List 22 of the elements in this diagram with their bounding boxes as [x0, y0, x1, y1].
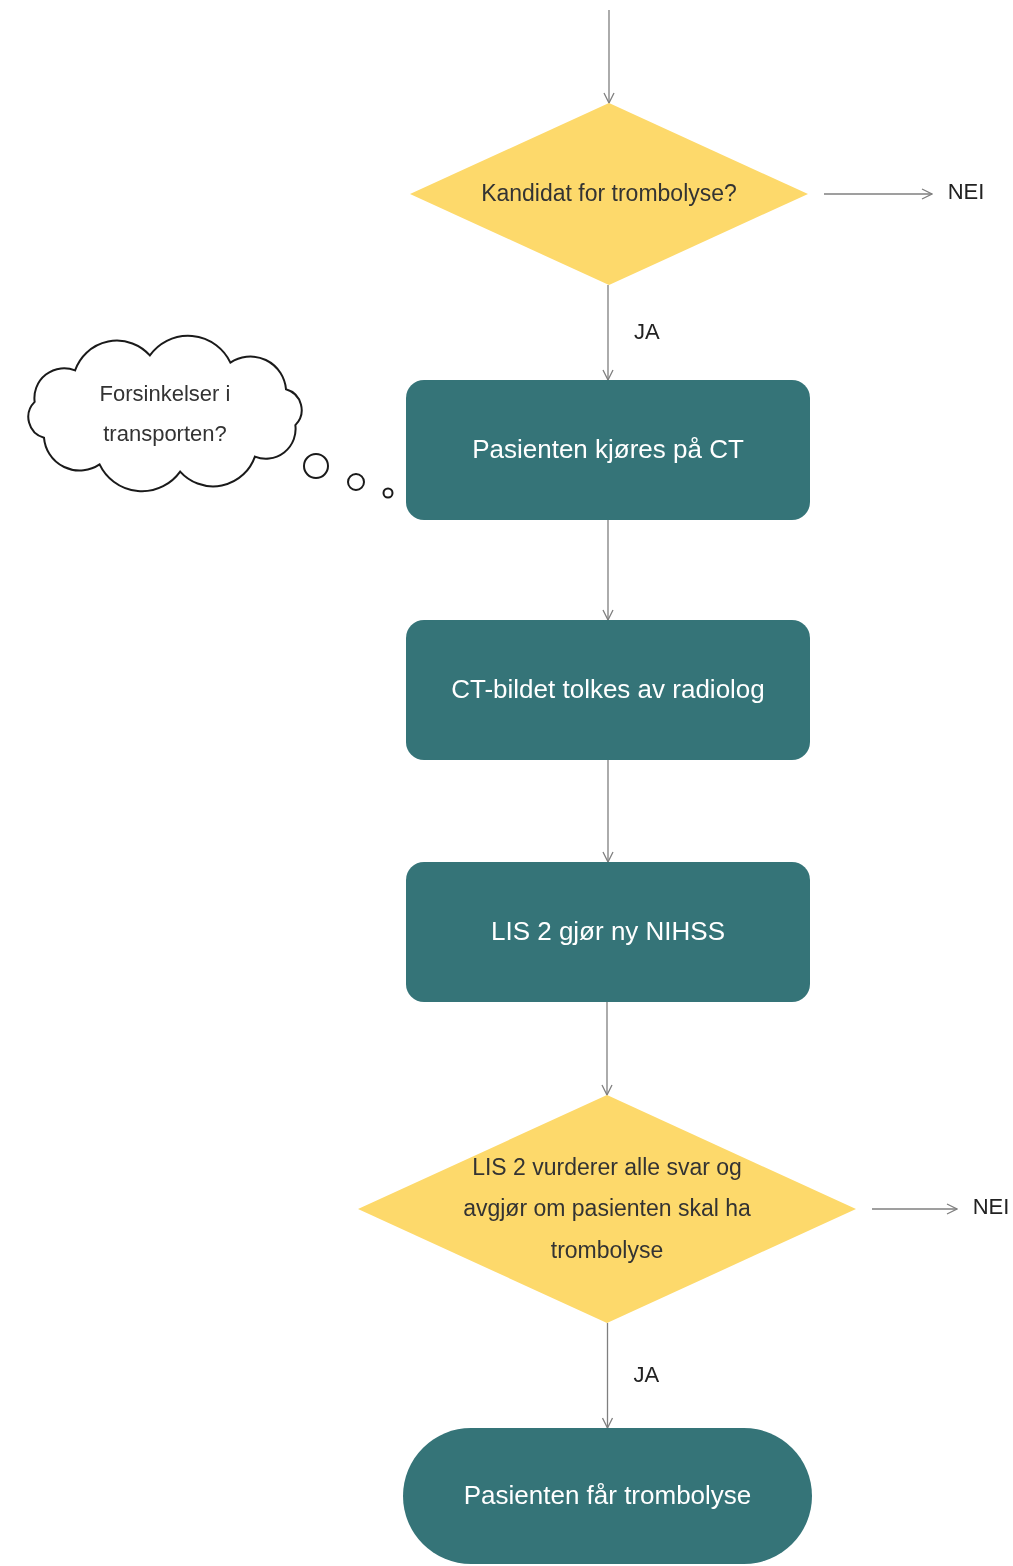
- node-text: Forsinkelser i transporten?: [98, 379, 232, 448]
- process-box: [406, 620, 810, 760]
- arrow: [603, 9, 615, 104]
- arrow: [601, 1322, 614, 1429]
- outcome-text: NEI: [965, 1191, 1013, 1223]
- arrow: [602, 519, 614, 621]
- process-box: [406, 380, 810, 520]
- decision-diamond: [358, 1095, 856, 1323]
- process-box: [406, 862, 810, 1002]
- arrow: [602, 759, 614, 863]
- outcome-text: NEI: [940, 176, 992, 208]
- arrow: [823, 188, 933, 200]
- decision-diamond: [410, 103, 808, 285]
- node-text: Pasienten kjøres på CT: [472, 433, 744, 467]
- node-text: Kandidat for trombolyse?: [481, 179, 737, 209]
- arrow: [601, 1001, 613, 1096]
- node-text: Pasienten får trombolyse: [463, 1479, 752, 1513]
- node-text: CT-bildet tolkes av radiolog: [451, 673, 765, 707]
- arrow: [602, 284, 614, 381]
- node-text: LIS 2 gjør ny NIHSS: [490, 915, 726, 949]
- node-text: LIS 2 vurderer alle svar og avgjør om pasienten skal ha trombolyse: [462, 1152, 752, 1265]
- arrow: [871, 1203, 958, 1215]
